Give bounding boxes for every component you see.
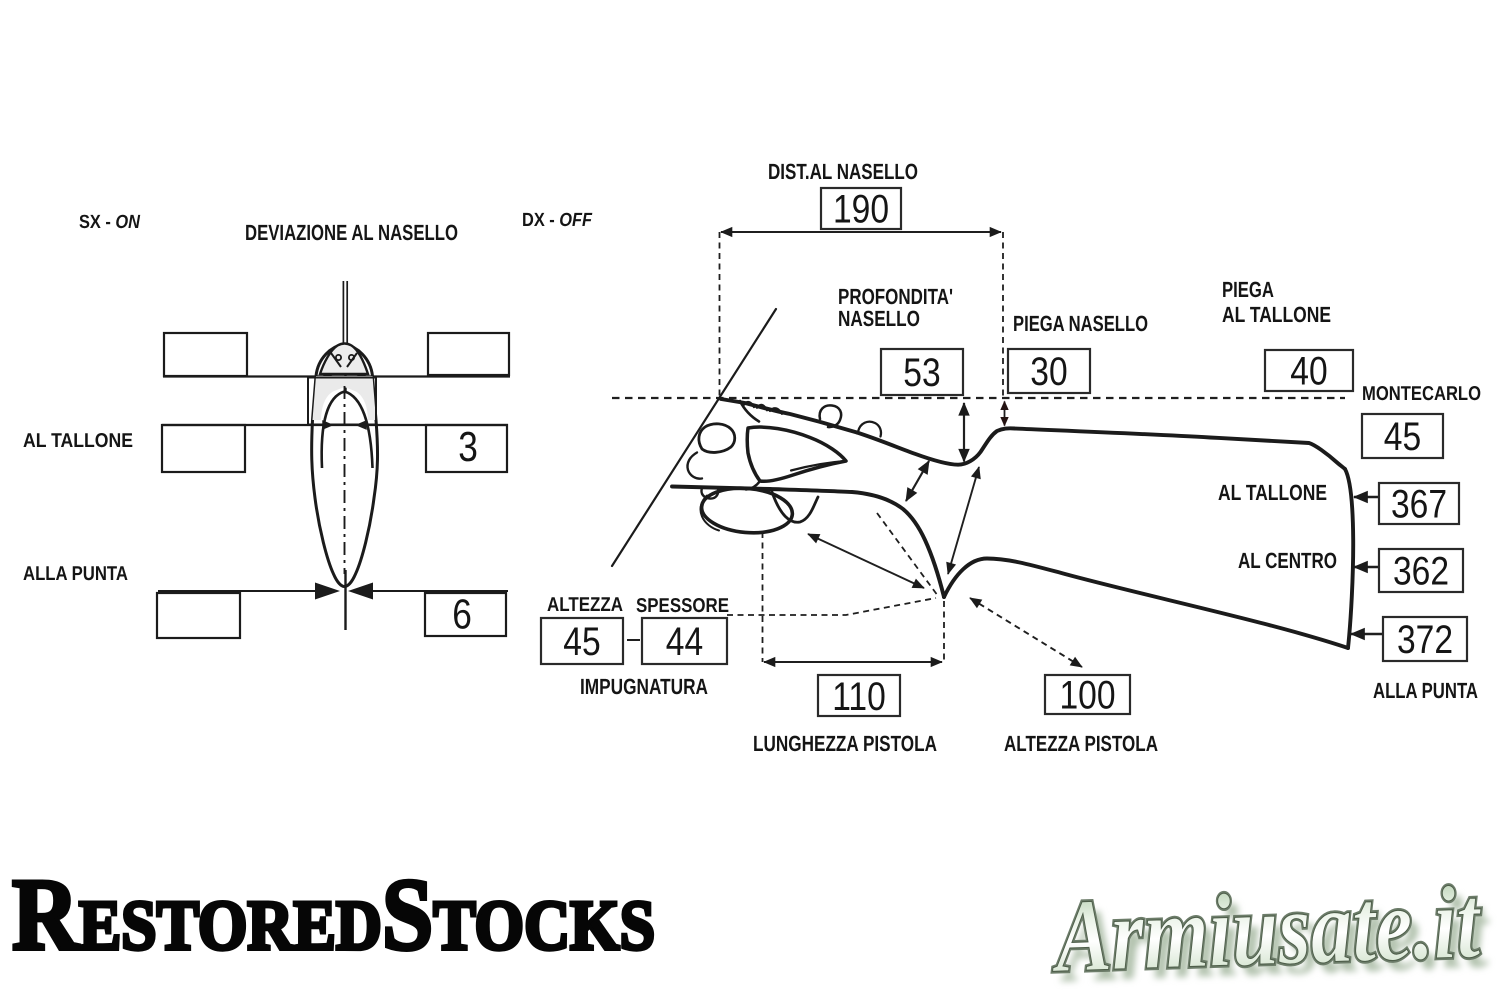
svg-text:190: 190 [833,188,889,232]
svg-text:RESTOREDSTOCKS: RESTOREDSTOCKS [12,858,655,972]
svg-text:53: 53 [903,351,940,395]
svg-text:AL TALLONE: AL TALLONE [1218,480,1327,505]
svg-text:Armiusate.it: Armiusate.it [1049,864,1484,994]
svg-text:110: 110 [832,675,886,719]
svg-text:AL TALLONE: AL TALLONE [23,430,133,452]
svg-text:45: 45 [563,620,600,664]
svg-text:ALTEZZA PISTOLA: ALTEZZA PISTOLA [1004,731,1158,756]
svg-text:PROFONDITA': PROFONDITA' [838,284,953,309]
svg-text:40: 40 [1290,350,1327,394]
svg-text:ALLA PUNTA: ALLA PUNTA [1373,678,1478,703]
svg-text:ALTEZZA: ALTEZZA [547,594,623,616]
svg-text:ALLA PUNTA: ALLA PUNTA [23,563,128,585]
svg-text:SX - ON: SX - ON [79,212,141,233]
svg-text:372: 372 [1397,618,1453,662]
svg-text:DEVIAZIONE AL NASELLO: DEVIAZIONE AL NASELLO [245,220,458,245]
svg-text:3: 3 [458,423,478,470]
svg-text:PIEGA: PIEGA [1222,277,1274,302]
svg-text:Armiusate.it: Armiusate.it [1049,864,1484,994]
svg-text:DIST.AL NASELLO: DIST.AL NASELLO [768,159,918,184]
svg-text:SPESSORE: SPESSORE [636,595,729,617]
svg-text:6: 6 [452,591,472,638]
svg-text:30: 30 [1030,350,1067,394]
svg-text:Armiusate.it: Armiusate.it [1057,874,1492,1004]
svg-text:PIEGA NASELLO: PIEGA NASELLO [1013,311,1148,336]
svg-text:LUNGHEZZA PISTOLA: LUNGHEZZA PISTOLA [753,731,937,756]
svg-text:MONTECARLO: MONTECARLO [1362,383,1481,405]
svg-text:367: 367 [1391,483,1447,527]
svg-text:NASELLO: NASELLO [838,306,920,331]
svg-text:45: 45 [1384,415,1421,459]
svg-text:DX - OFF: DX - OFF [522,210,593,231]
svg-text:100: 100 [1059,674,1115,718]
svg-text:362: 362 [1393,550,1449,594]
svg-text:44: 44 [666,620,703,664]
svg-text:AL CENTRO: AL CENTRO [1238,548,1337,573]
svg-text:IMPUGNATURA: IMPUGNATURA [580,674,708,699]
svg-text:AL TALLONE: AL TALLONE [1222,302,1331,327]
